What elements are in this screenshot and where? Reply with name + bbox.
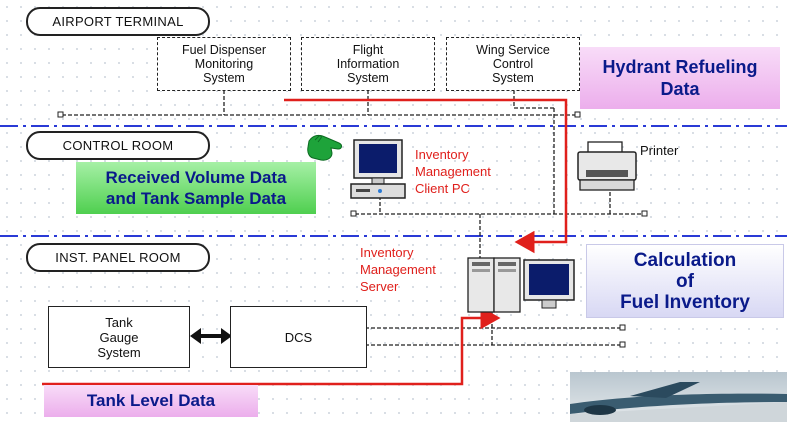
zone-label-control-room: CONTROL ROOM bbox=[26, 131, 210, 160]
pointing-hand-icon bbox=[307, 134, 342, 161]
printer-icon bbox=[577, 141, 637, 191]
tank-level-data-flow-arrow bbox=[42, 306, 501, 386]
terminal-network-bus bbox=[62, 90, 576, 214]
wing-service-control-system: Wing Service Control System bbox=[446, 37, 580, 91]
client-pc-icon bbox=[350, 139, 406, 199]
control-network-bus bbox=[355, 192, 642, 262]
printer-label: Printer bbox=[640, 143, 679, 158]
fuel-dispenser-monitoring-system: Fuel Dispenser Monitoring System bbox=[157, 37, 291, 91]
zone-label-airport-terminal: AIRPORT TERMINAL bbox=[26, 7, 210, 36]
hydrant-refueling-data-label: Hydrant Refueling Data bbox=[580, 47, 780, 109]
tank-level-data-label: Tank Level Data bbox=[44, 385, 258, 417]
server-icon bbox=[467, 257, 575, 313]
tank-gauge-system-box: Tank Gauge System bbox=[48, 306, 190, 368]
dcs-box: DCS bbox=[230, 306, 367, 368]
flight-information-system: Flight Information System bbox=[301, 37, 435, 91]
aircraft-photo bbox=[570, 372, 787, 422]
received-volume-data-label: Received Volume Data and Tank Sample Dat… bbox=[76, 162, 316, 214]
calculation-of-fuel-inventory-label: Calculation of Fuel Inventory bbox=[586, 244, 784, 318]
hydrant-data-flow-arrow bbox=[284, 98, 568, 254]
inventory-server-label: Inventory Management Server bbox=[360, 245, 436, 294]
zone-label-inst-panel-room: INST. PANEL ROOM bbox=[26, 243, 210, 272]
tank-gauge-dcs-arrow bbox=[190, 328, 232, 344]
client-pc-label: Inventory Management Client PC bbox=[415, 147, 491, 196]
